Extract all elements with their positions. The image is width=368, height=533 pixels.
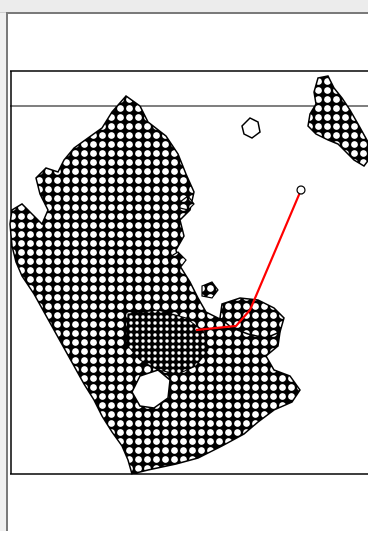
route-node-icon[interactable] [296, 185, 306, 195]
map-canvas[interactable] [8, 14, 368, 533]
landmass-dense-zone [125, 309, 209, 375]
island-north-east [307, 75, 368, 167]
landmass-east-peninsula [219, 297, 285, 339]
island-small-b [167, 251, 187, 269]
island-small-c [179, 195, 195, 211]
landmass-main [9, 94, 301, 475]
route-line[interactable] [195, 189, 303, 332]
island-small-a [201, 281, 219, 299]
island-outline-north [241, 117, 261, 139]
harbour-gap [131, 369, 171, 409]
map-canvas-panel[interactable] [6, 12, 368, 531]
